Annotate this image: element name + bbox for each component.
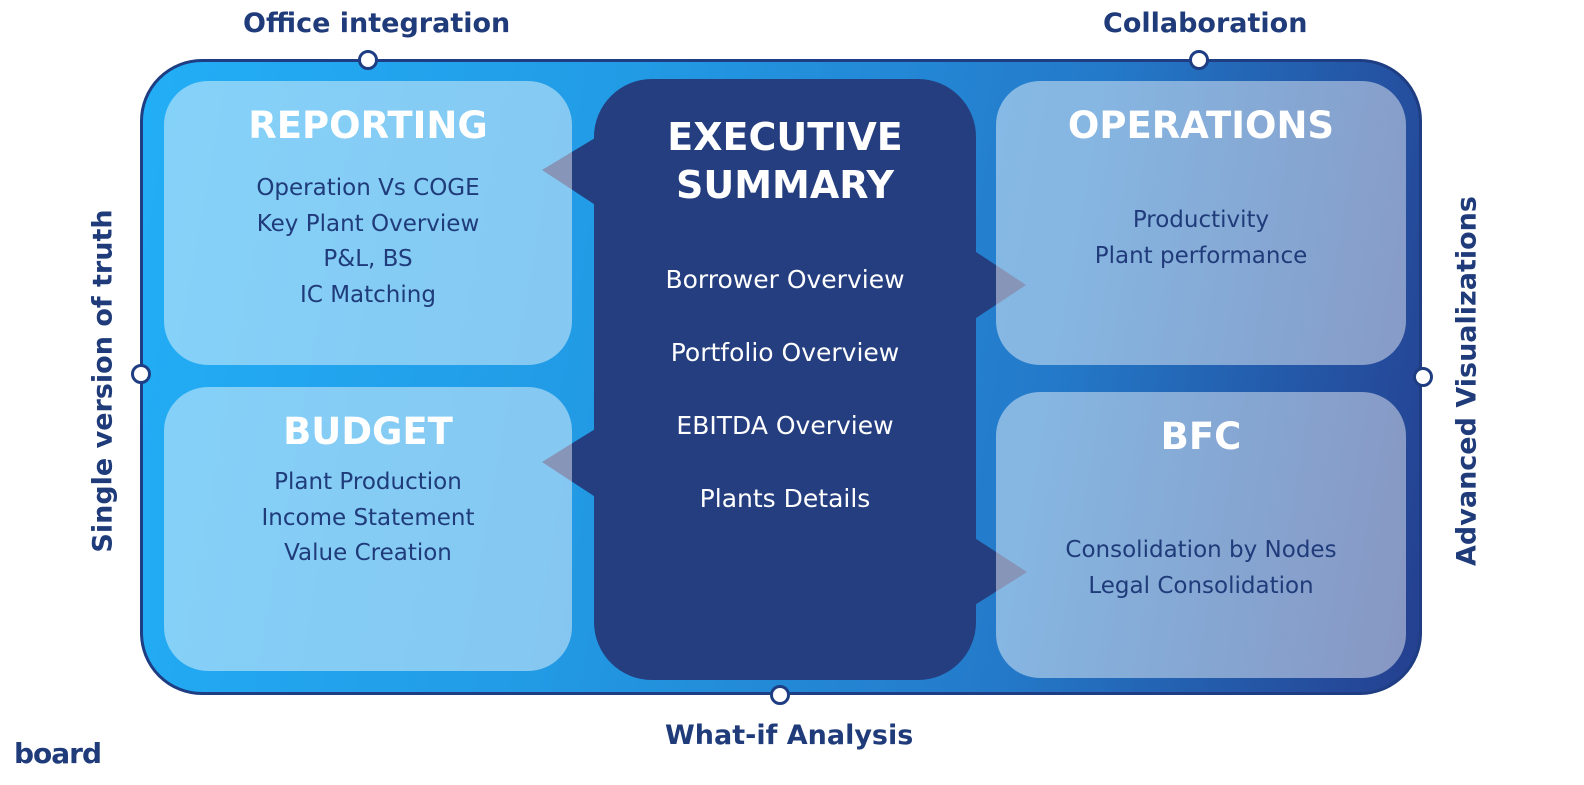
operations-item: Productivity (1132, 207, 1270, 233)
arrow-to-operations (970, 248, 1026, 322)
executive-summary-title: EXECUTIVE SUMMARY (594, 113, 976, 209)
bfc-item: Consolidation by Nodes (1065, 537, 1337, 563)
what-if-analysis-label: What-if Analysis (665, 720, 914, 751)
reporting-items: Operation Vs COGE Key Plant Overview P&L… (164, 171, 572, 313)
board-logo-text: board (14, 737, 102, 770)
reporting-item: Operation Vs COGE (256, 175, 480, 201)
budget-item: Plant Production (274, 469, 462, 495)
connector-node-top-left (358, 50, 378, 70)
board-logo: board (14, 737, 102, 770)
arrow-to-reporting (542, 135, 600, 208)
operations-card: OPERATIONS Productivity Plant performanc… (996, 81, 1406, 365)
executive-summary-title-line2: SUMMARY (676, 163, 894, 207)
budget-item: Income Statement (261, 504, 475, 531)
arrow-to-budget (542, 426, 600, 500)
executive-summary-item: Plants Details (699, 484, 871, 513)
reporting-item: Key Plant Overview (256, 210, 480, 237)
executive-summary-panel: EXECUTIVE SUMMARY Borrower Overview Port… (594, 79, 976, 680)
operations-items: Productivity Plant performance (996, 203, 1406, 274)
budget-item: Value Creation (284, 540, 452, 566)
bfc-item: Legal Consolidation (1088, 572, 1314, 599)
reporting-title: REPORTING (248, 104, 488, 147)
single-version-of-truth-label: Single version of truth (87, 209, 119, 553)
budget-items: Plant Production Income Statement Value … (164, 465, 572, 572)
executive-summary-title-line1: EXECUTIVE (667, 115, 903, 159)
operations-item: Plant performance (1094, 242, 1308, 269)
connector-node-right (1413, 367, 1433, 387)
budget-title: BUDGET (283, 410, 453, 453)
executive-summary-item: Portfolio Overview (670, 338, 900, 367)
connector-node-left (131, 364, 151, 384)
bfc-card: BFC Consolidation by Nodes Legal Consoli… (996, 392, 1406, 678)
connector-node-bottom (770, 685, 790, 705)
reporting-card: REPORTING Operation Vs COGE Key Plant Ov… (164, 81, 572, 365)
reporting-item: IC Matching (300, 281, 436, 308)
connector-node-top-right (1189, 50, 1209, 70)
bfc-items: Consolidation by Nodes Legal Consolidati… (996, 533, 1406, 604)
bfc-title: BFC (1160, 415, 1242, 458)
executive-summary-item: Borrower Overview (665, 265, 905, 294)
executive-summary-item: EBITDA Overview (676, 411, 894, 440)
office-integration-label: Office integration (243, 8, 511, 39)
budget-card: BUDGET Plant Production Income Statement… (164, 387, 572, 671)
reporting-item: P&L, BS (323, 246, 413, 272)
advanced-visualizations-label: Advanced Visualizations (1451, 196, 1483, 566)
arrow-to-bfc (970, 535, 1027, 608)
operations-title: OPERATIONS (1067, 104, 1335, 147)
collaboration-label: Collaboration (1103, 8, 1308, 39)
